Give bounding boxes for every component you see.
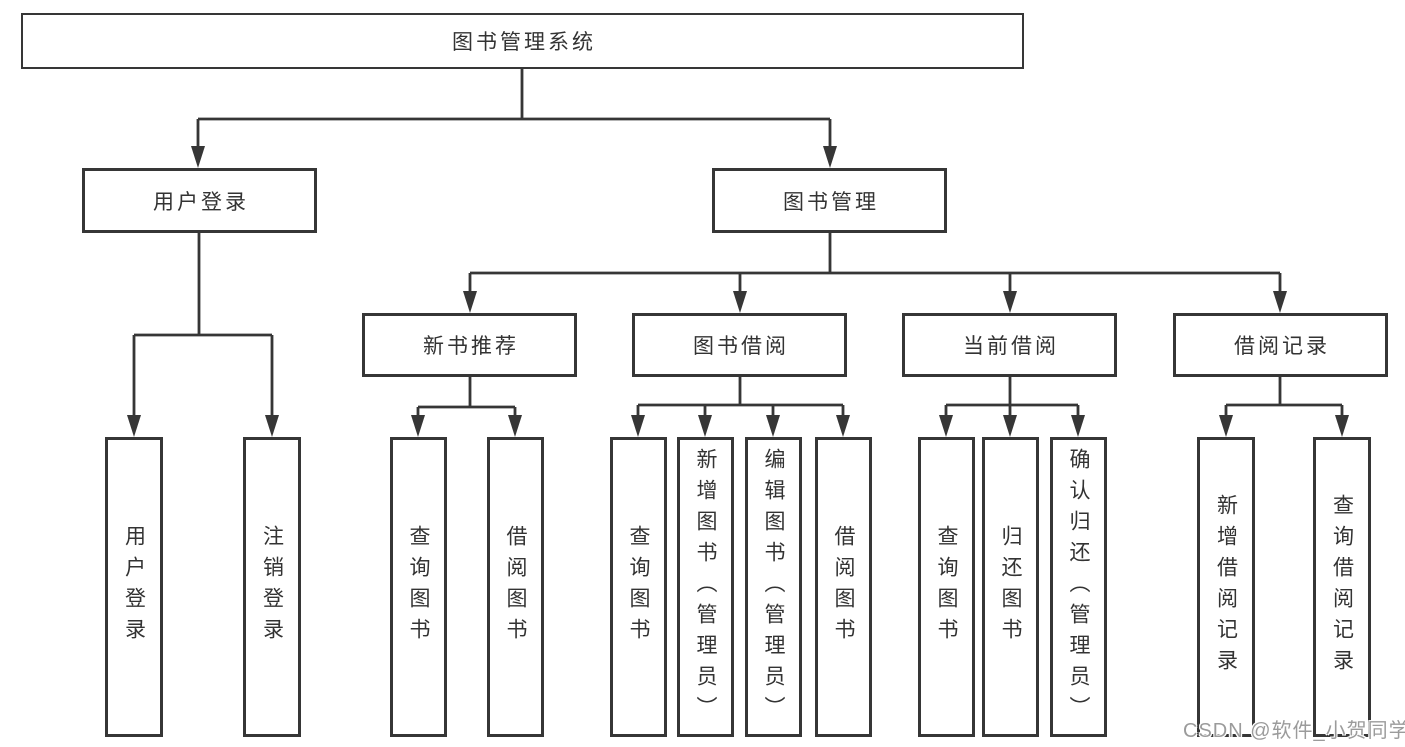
node-return-books: 归还图书 bbox=[982, 437, 1039, 737]
node-query-borrow-record-label: 查询借阅记录 bbox=[1330, 494, 1354, 680]
node-edit-book-admin: 编辑图书（管理员） bbox=[745, 437, 802, 737]
node-query-borrow-record: 查询借阅记录 bbox=[1313, 437, 1371, 737]
node-new-book-recommendation-label: 新书推荐 bbox=[423, 335, 519, 358]
node-query-books-borrowing-label: 查询图书 bbox=[627, 525, 650, 649]
node-user-login-action-label: 用户登录 bbox=[122, 525, 146, 649]
node-query-books-borrowing: 查询图书 bbox=[610, 437, 667, 737]
node-add-borrow-record-label: 新增借阅记录 bbox=[1214, 494, 1238, 680]
node-return-books-label: 归还图书 bbox=[999, 525, 1022, 649]
node-borrow-books-recommend: 借阅图书 bbox=[487, 437, 544, 737]
node-current-borrowing-label: 当前借阅 bbox=[963, 335, 1059, 358]
csdn-watermark: CSDN @软件_小贺同学 bbox=[1183, 720, 1405, 742]
node-user-login-action: 用户登录 bbox=[105, 437, 163, 737]
node-user-login: 用户登录 bbox=[82, 168, 317, 233]
node-query-books-recommend: 查询图书 bbox=[390, 437, 447, 737]
node-book-borrowing-label: 图书借阅 bbox=[693, 335, 789, 358]
node-borrow-books-recommend-label: 借阅图书 bbox=[504, 525, 527, 649]
node-confirm-return-admin: 确认归还（管理员） bbox=[1050, 437, 1107, 737]
node-query-books-current: 查询图书 bbox=[918, 437, 975, 737]
node-add-borrow-record: 新增借阅记录 bbox=[1197, 437, 1255, 737]
node-logout-action: 注销登录 bbox=[243, 437, 301, 737]
node-add-book-admin-label: 新增图书（管理员） bbox=[694, 447, 717, 727]
node-book-management: 图书管理 bbox=[712, 168, 947, 233]
node-current-borrowing: 当前借阅 bbox=[902, 313, 1117, 377]
node-logout-action-label: 注销登录 bbox=[260, 525, 284, 649]
node-library-system-label: 图书管理系统 bbox=[452, 31, 596, 54]
node-borrow-books-borrowing-label: 借阅图书 bbox=[832, 525, 855, 649]
node-book-management-label: 图书管理 bbox=[783, 190, 879, 214]
node-library-system: 图书管理系统 bbox=[21, 13, 1024, 69]
node-user-login-label: 用户登录 bbox=[153, 190, 249, 214]
node-borrowing-records-label: 借阅记录 bbox=[1234, 335, 1330, 358]
node-borrowing-records: 借阅记录 bbox=[1173, 313, 1388, 377]
node-new-book-recommendation: 新书推荐 bbox=[362, 313, 577, 377]
node-query-books-current-label: 查询图书 bbox=[935, 525, 958, 649]
node-borrow-books-borrowing: 借阅图书 bbox=[815, 437, 872, 737]
node-book-borrowing: 图书借阅 bbox=[632, 313, 847, 377]
node-query-books-recommend-label: 查询图书 bbox=[407, 525, 430, 649]
node-edit-book-admin-label: 编辑图书（管理员） bbox=[762, 447, 785, 727]
node-add-book-admin: 新增图书（管理员） bbox=[677, 437, 734, 737]
node-confirm-return-admin-label: 确认归还（管理员） bbox=[1067, 447, 1090, 727]
